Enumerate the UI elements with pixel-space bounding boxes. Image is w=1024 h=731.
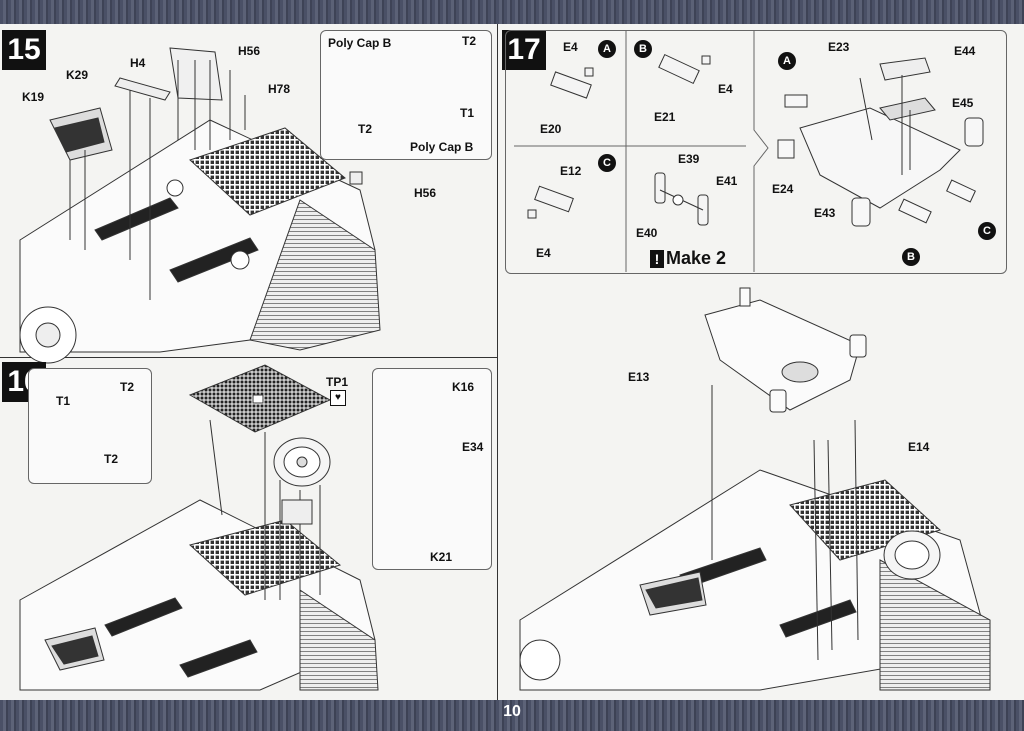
- photo-etch-heart-icon: ♥: [330, 390, 346, 406]
- part-label-tp1: TP1: [326, 375, 349, 389]
- step17-lower-drawing: [519, 287, 991, 691]
- inset-label-polycap-b-top: Poly Cap B: [328, 36, 392, 50]
- bottom-border-band: [0, 700, 1024, 731]
- sub-d-label-e41: E41: [716, 174, 738, 188]
- step-17-number: 17: [502, 30, 546, 70]
- assembly-label-e23: E23: [828, 40, 850, 54]
- inset-label-t2-top: T2: [462, 34, 477, 48]
- sub-c-label-e4: E4: [536, 246, 551, 260]
- make-2-label: Make 2: [666, 248, 727, 268]
- sub-a-label-e20: E20: [540, 122, 562, 136]
- part-label-h56-right: H56: [414, 186, 437, 200]
- inset-label-t1: T1: [56, 394, 71, 408]
- step16-polycap-inset: [28, 368, 152, 484]
- inset-label-t2-bottom: T2: [104, 452, 119, 466]
- step16-hull-drawing: [19, 364, 379, 691]
- inset-label-polycap-b-bottom: Poly Cap B: [410, 140, 474, 154]
- part-label-h56-top: H56: [238, 44, 261, 58]
- inset-label-t1: T1: [460, 106, 475, 120]
- inset-label-t2-top: T2: [120, 380, 135, 394]
- assembly-c-badge: C: [978, 222, 996, 240]
- assembly-label-e44: E44: [954, 44, 976, 58]
- sub-b-label-e4: E4: [718, 82, 733, 96]
- assembly-a-badge: A: [778, 52, 796, 70]
- step17-subassembly-panel: [505, 30, 1007, 274]
- inset-label-k21: K21: [430, 550, 453, 564]
- part-label-k19: K19: [22, 90, 45, 104]
- step17-frame-drawing: [777, 57, 984, 227]
- sub-a-label-e4: E4: [563, 40, 578, 54]
- step16-wheel-inset: [372, 368, 492, 570]
- part-label-h78: H78: [268, 82, 291, 96]
- subassembly-c-badge: C: [598, 154, 616, 172]
- part-label-e13: E13: [628, 370, 650, 384]
- inset-label-k16: K16: [452, 380, 475, 394]
- top-border-band: [0, 0, 1024, 24]
- assembly-label-e43: E43: [814, 206, 836, 220]
- assembly-label-e45: E45: [952, 96, 974, 110]
- horizontal-divider: [0, 357, 497, 358]
- part-label-h4: H4: [130, 56, 146, 70]
- inset-label-t2-bottom: T2: [358, 122, 373, 136]
- sub-d-label-e39: E39: [678, 152, 700, 166]
- sub-b-label-e21: E21: [654, 110, 676, 124]
- part-label-k29: K29: [66, 68, 89, 82]
- assembly-label-e24: E24: [772, 182, 794, 196]
- page-number: 10: [503, 703, 521, 720]
- assembly-b-badge: B: [902, 248, 920, 266]
- part-label-e14: E14: [908, 440, 930, 454]
- vertical-divider: [497, 24, 498, 700]
- step15-hull-drawing: [19, 47, 381, 364]
- sub-d-label-e40: E40: [636, 226, 658, 240]
- inset-label-e34: E34: [462, 440, 484, 454]
- step15-polycap-inset: [320, 30, 492, 160]
- subassembly-a-badge: A: [598, 40, 616, 58]
- exclamation-icon: !: [650, 250, 664, 268]
- subassembly-b-badge: B: [634, 40, 652, 58]
- step-15-number: 15: [2, 30, 46, 70]
- step17-sub-drawings: [527, 53, 711, 226]
- sub-c-label-e12: E12: [560, 164, 582, 178]
- make-2-note: !Make 2: [650, 248, 726, 269]
